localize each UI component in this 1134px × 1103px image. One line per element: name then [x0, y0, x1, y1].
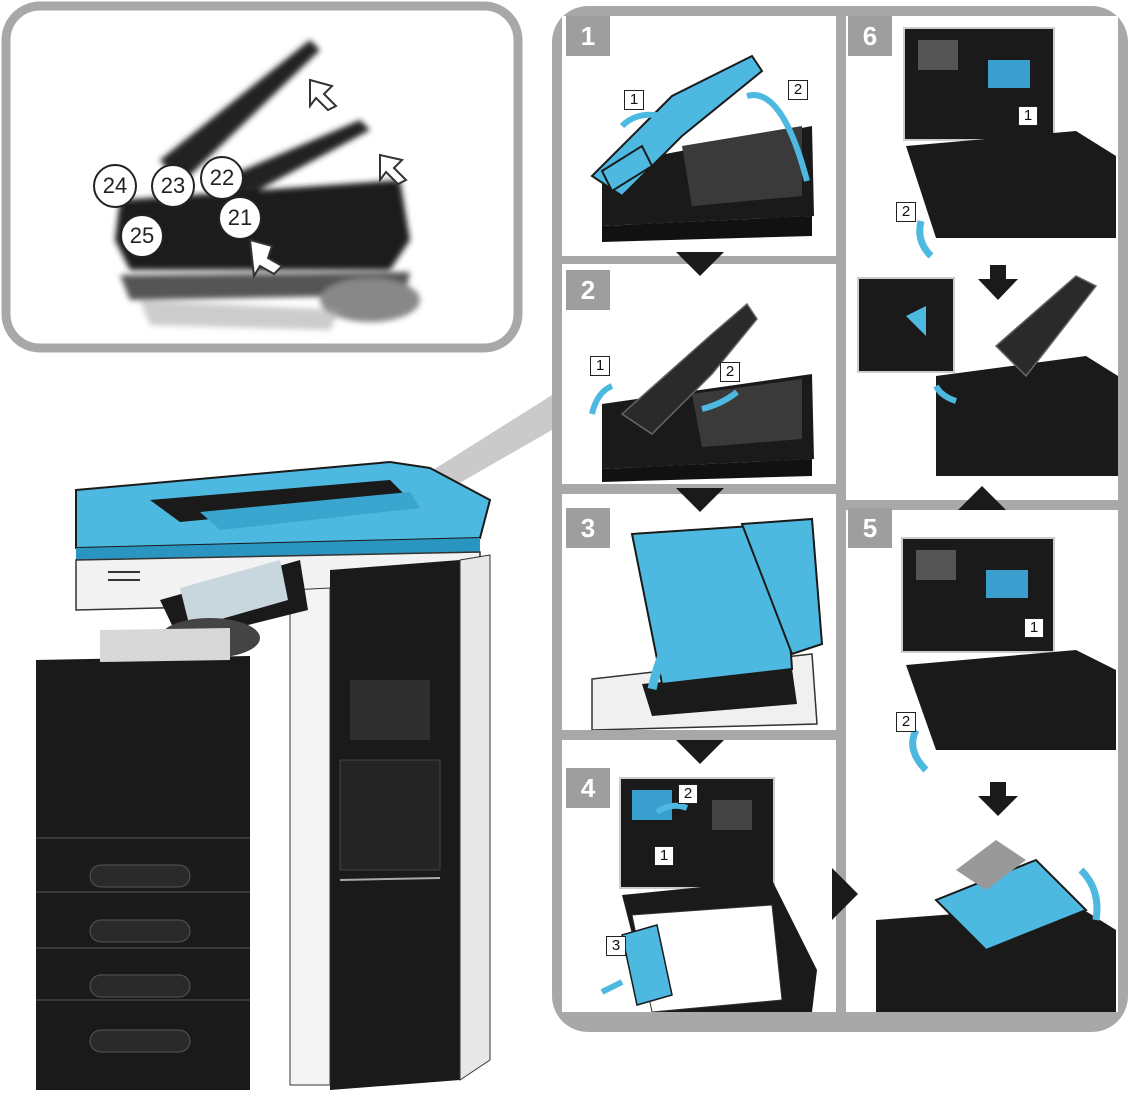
- step-5-marker-1: 1: [1024, 618, 1044, 638]
- down-arrow-icon: [676, 740, 724, 764]
- down-arrow-icon: [676, 488, 724, 512]
- step-2-marker-2: 2: [720, 362, 740, 382]
- step-1-marker-2: 2: [788, 80, 808, 100]
- step-4-badge: 4: [566, 768, 610, 808]
- down-arrow-icon: [676, 252, 724, 276]
- step-6-marker-2: 2: [896, 202, 916, 222]
- step-5-badge: 5: [848, 508, 892, 548]
- step-6-marker-1: 1: [1018, 106, 1038, 126]
- step-3-badge: 3: [566, 508, 610, 548]
- step-2-marker-1: 1: [590, 356, 610, 376]
- up-arrow-icon: [958, 486, 1006, 510]
- step-4-marker-1: 1: [654, 846, 674, 866]
- down-block-arrow-icon: [978, 782, 1018, 816]
- step-4-marker-2: 2: [678, 784, 698, 804]
- step-2-badge: 2: [566, 270, 610, 310]
- right-arrow-icon: [832, 868, 858, 920]
- step-1-badge: 1: [566, 16, 610, 56]
- step-6-badge: 6: [848, 16, 892, 56]
- step-1-marker-1: 1: [624, 90, 644, 110]
- step-5-marker-2: 2: [896, 712, 916, 732]
- down-block-arrow-icon: [978, 265, 1018, 300]
- step-4-marker-3: 3: [606, 936, 626, 956]
